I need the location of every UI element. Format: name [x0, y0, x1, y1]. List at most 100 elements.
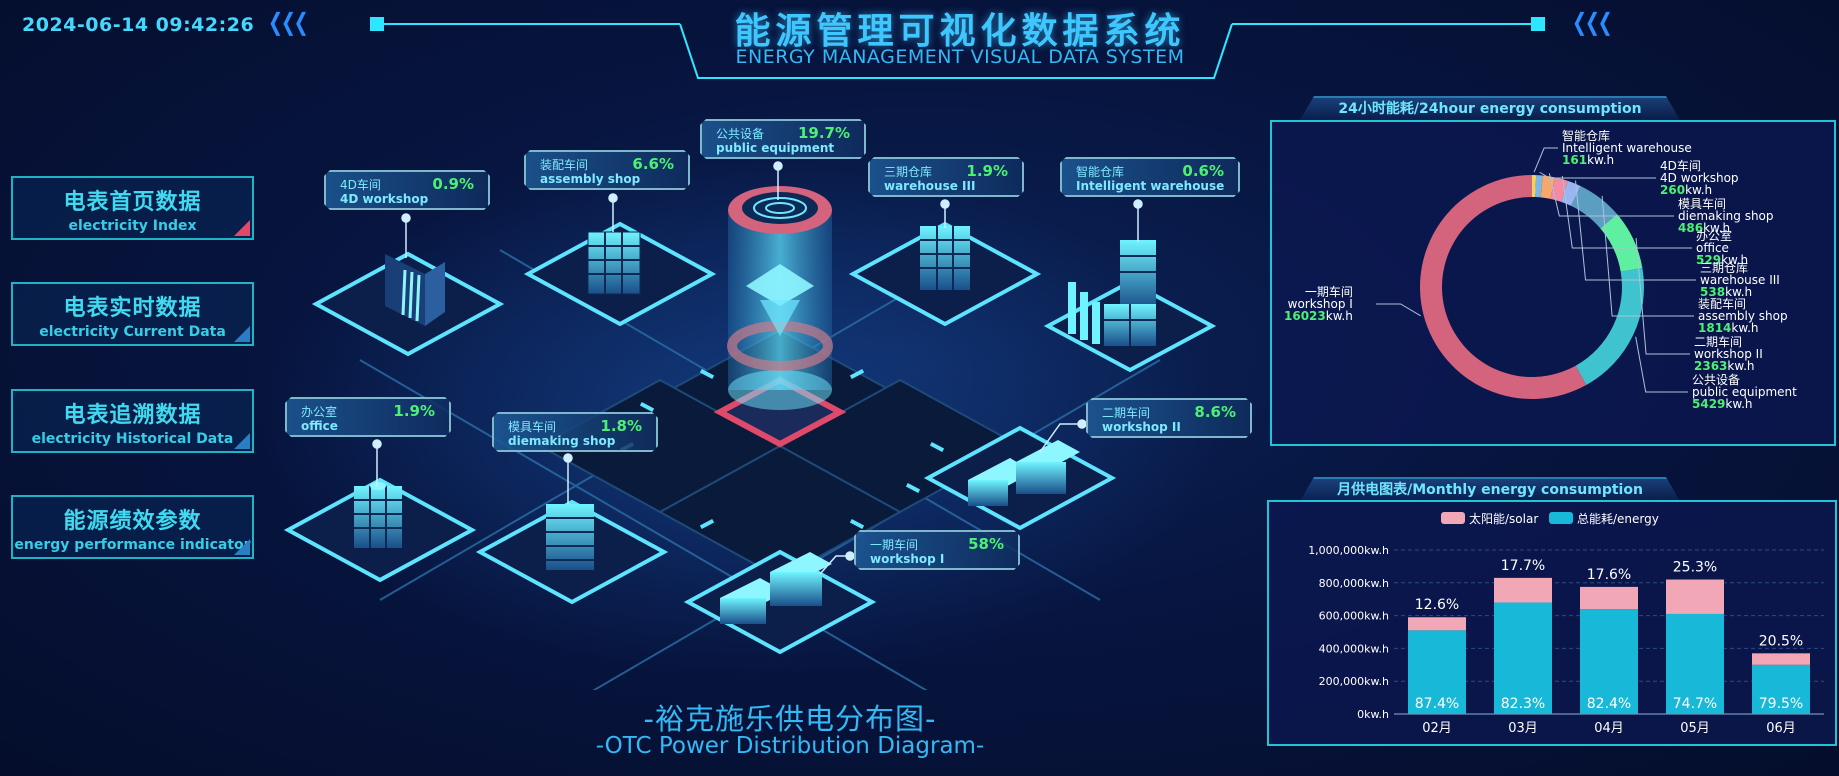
- donut-label-value: 529kw.h: [1696, 253, 1749, 267]
- nav-electricity-current[interactable]: 电表实时数据 electricity Current Data: [11, 282, 254, 346]
- chevron-left-icon-right: ❮❮❮: [1572, 8, 1613, 36]
- building-assembly: [587, 231, 641, 295]
- donut-label-cn: 模具车间: [1678, 197, 1727, 211]
- donut-label-cn: 智能仓库: [1562, 129, 1611, 143]
- nav-label-cn: 电表首页数据: [63, 190, 202, 215]
- tag-assembly-shop[interactable]: 装配车间 assembly shop 6.6%: [524, 150, 690, 190]
- header-frame: [370, 17, 1545, 79]
- bar-solar[interactable]: [1580, 586, 1638, 610]
- tag-label-en: 4D workshop: [340, 192, 429, 206]
- y-tick-label: 0kw.h: [1357, 708, 1389, 721]
- datetime: 2024-06-14 09:42:26: [22, 14, 255, 36]
- nav-label-cn: 电表实时数据: [63, 296, 202, 321]
- bar-energy-label: 87.4%: [1415, 696, 1459, 712]
- tag-label-en: public equipment: [716, 141, 835, 155]
- tag-workshop-i[interactable]: 一期车间 workshop I 58%: [854, 530, 1020, 570]
- nav-electricity-historical[interactable]: 电表追溯数据 electricity Historical Data: [11, 389, 254, 453]
- tag-workshop-ii[interactable]: 二期车间 workshop II 8.6%: [1086, 398, 1252, 438]
- building-workshop2: [968, 440, 1080, 506]
- donut-label-value: 486kw.h: [1678, 221, 1731, 235]
- donut-label-en: warehouse III: [1700, 273, 1780, 287]
- page-title: 能源管理可视化数据系统: [734, 11, 1186, 52]
- bar-energy-label: 82.3%: [1501, 696, 1545, 712]
- x-tick-label: 06月: [1766, 721, 1796, 736]
- donut-label-value: 5429kw.h: [1692, 397, 1753, 411]
- donut-slice-5[interactable]: [1571, 186, 1618, 229]
- donut-leader-line: [1376, 303, 1421, 317]
- donut-label-en: workshop I: [1287, 297, 1353, 311]
- tag-percent: 58%: [968, 535, 1004, 553]
- bar-solar[interactable]: [1752, 653, 1810, 665]
- donut-slice-7[interactable]: [1575, 267, 1644, 385]
- tag-label-cn: 二期车间: [1102, 406, 1151, 420]
- tag-intelligent-warehouse[interactable]: 智能仓库 Intelligent warehouse 0.6%: [1060, 157, 1240, 197]
- nav-label-en: electricity Index: [68, 218, 197, 234]
- bar-energy-label: 79.5%: [1759, 696, 1803, 712]
- legend-energy-swatch: [1549, 512, 1573, 524]
- central-power-tower: [713, 186, 847, 448]
- corner-icon: [234, 326, 250, 342]
- tag-warehouse-iii[interactable]: 三期仓库 warehouse III 1.9%: [868, 157, 1024, 197]
- building-office: [354, 482, 402, 548]
- bar-solar[interactable]: [1666, 579, 1724, 614]
- diagram-title: -裕克施乐供电分布图-: [643, 702, 937, 736]
- nav-electricity-index[interactable]: 电表首页数据 electricity Index: [11, 176, 254, 240]
- tag-label-cn: 装配车间: [540, 158, 589, 172]
- active-corner-icon: [234, 220, 250, 236]
- donut-label-en: office: [1696, 241, 1729, 255]
- donut-label-en: Intelligent warehouse: [1562, 141, 1692, 155]
- donut-label-cn: 二期车间: [1694, 335, 1743, 349]
- donut-slice-0[interactable]: [1532, 175, 1537, 198]
- tag-public-equipment[interactable]: 公共设备 public equipment 19.7%: [700, 119, 866, 159]
- tag-label-en: Intelligent warehouse: [1076, 179, 1225, 193]
- tag-office[interactable]: 办公室 office 1.9%: [285, 397, 451, 437]
- donut-label-en: workshop II: [1694, 347, 1763, 361]
- bar-energy-label: 82.4%: [1587, 696, 1631, 712]
- bar-solar-label: 25.3%: [1673, 560, 1717, 576]
- tag-percent: 8.6%: [1194, 403, 1236, 421]
- tag-percent: 0.6%: [1182, 162, 1224, 180]
- donut-label-cn: 一期车间: [1304, 285, 1353, 299]
- building-workshop1: [720, 552, 832, 624]
- tag-percent: 1.9%: [966, 162, 1008, 180]
- y-tick-label: 200,000kw.h: [1319, 675, 1389, 688]
- donut-leader-line: [1635, 238, 1690, 355]
- bar-energy[interactable]: [1666, 613, 1724, 714]
- x-tick-label: 03月: [1508, 721, 1538, 736]
- bar-energy[interactable]: [1408, 630, 1466, 714]
- bar-energy[interactable]: [1752, 664, 1810, 714]
- donut-slice-8[interactable]: [1420, 175, 1587, 399]
- donut-label-en: diemaking shop: [1678, 209, 1774, 223]
- x-tick-label: 05月: [1680, 721, 1710, 736]
- page-subtitle: ENERGY MANAGEMENT VISUAL DATA SYSTEM: [735, 46, 1185, 68]
- tag-4d-workshop[interactable]: 4D车间 4D workshop 0.9%: [324, 170, 490, 210]
- bar-energy[interactable]: [1494, 602, 1552, 714]
- tag-label-cn: 4D车间: [340, 178, 381, 192]
- donut-leader-line: [1575, 180, 1696, 281]
- bar-solar[interactable]: [1408, 617, 1466, 631]
- donut-label-cn: 公共设备: [1692, 373, 1741, 387]
- bar-solar[interactable]: [1494, 577, 1552, 603]
- nav-energy-performance[interactable]: 能源绩效参数 energy performance indicator: [11, 495, 254, 559]
- donut-label-value: 2363kw.h: [1694, 359, 1755, 373]
- bar-solar-label: 12.6%: [1415, 597, 1459, 613]
- donut-panel-title: 24小时能耗/24hour energy consumption: [1300, 96, 1680, 120]
- tag-diemaking-shop[interactable]: 模具车间 diemaking shop 1.8%: [492, 412, 658, 452]
- bar-energy[interactable]: [1580, 609, 1638, 714]
- donut-leader-line: [1539, 171, 1656, 179]
- legend-solar-label: 太阳能/solar: [1469, 512, 1539, 526]
- building-warehouse3: [920, 226, 970, 290]
- donut-leader-line: [1601, 195, 1694, 317]
- tag-label-en: workshop I: [870, 552, 945, 566]
- building-4d: [385, 254, 445, 326]
- bar-solar-label: 17.7%: [1501, 558, 1545, 574]
- donut-slice-1[interactable]: [1535, 175, 1543, 198]
- nav-label-cn: 能源绩效参数: [63, 509, 202, 534]
- donut-slice-6[interactable]: [1600, 214, 1643, 272]
- tag-label-cn: 一期车间: [870, 538, 919, 552]
